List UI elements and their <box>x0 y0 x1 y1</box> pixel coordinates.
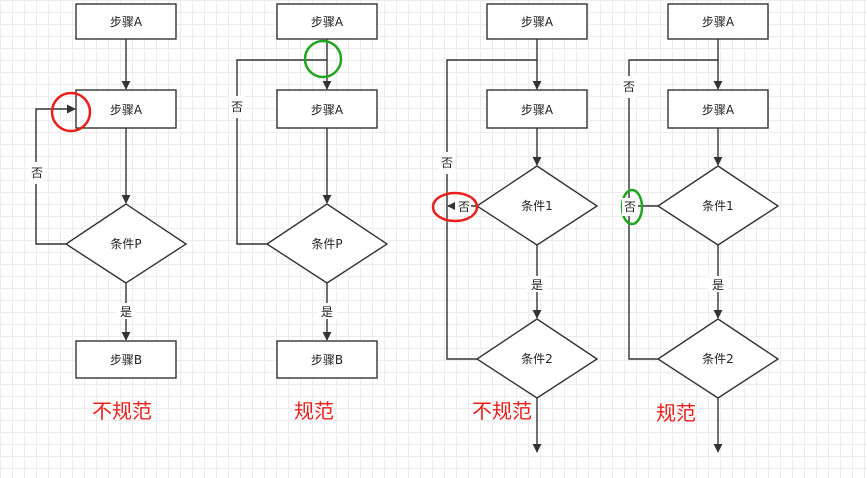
step-a-box <box>486 89 588 129</box>
step-a-label: 步骤A <box>521 103 554 117</box>
step-a-box <box>276 89 378 129</box>
step-a-label: 步骤A <box>702 103 735 117</box>
step-b-box <box>276 340 378 379</box>
condition-p-label: 条件P <box>110 237 141 251</box>
yes-label: 是 <box>120 305 132 319</box>
condition-2-label: 条件2 <box>702 352 734 366</box>
label-bg <box>527 276 547 292</box>
step-a-top-box <box>276 3 378 40</box>
no-label-1: 否 <box>458 200 470 214</box>
verdict-caption: 规范 <box>656 401 696 425</box>
label-bg <box>622 198 638 216</box>
no-label-1: 否 <box>624 200 636 214</box>
diagram-4 <box>620 3 780 453</box>
yes-label: 是 <box>712 278 724 292</box>
label-bg <box>317 303 337 319</box>
step-a-top-box <box>667 3 769 40</box>
label-bg <box>29 162 45 184</box>
step-a-top-label: 步骤A <box>311 15 344 29</box>
verdict-caption: 不规范 <box>472 399 532 423</box>
label-bg <box>455 198 471 216</box>
label-bg <box>116 303 136 319</box>
good-marker-circle <box>303 39 343 79</box>
step-a-box <box>667 89 769 129</box>
verdict-caption: 规范 <box>294 399 334 423</box>
step-a-top-box <box>486 3 588 40</box>
yes-label: 是 <box>531 278 543 292</box>
step-a-top-label: 步骤A <box>110 15 143 29</box>
no-label: 否 <box>231 100 243 114</box>
condition-1-label: 条件1 <box>702 199 734 213</box>
no-label-2: 否 <box>623 80 635 94</box>
label-bg <box>621 76 637 98</box>
bad-marker-circle <box>50 91 92 133</box>
step-a-box <box>75 89 177 129</box>
condition-p-label: 条件P <box>311 237 342 251</box>
yes-label: 是 <box>321 305 333 319</box>
step-a-top-box <box>75 3 177 40</box>
condition-1-label: 条件1 <box>521 199 553 213</box>
label-bg <box>439 152 455 174</box>
label-bg <box>708 276 728 292</box>
step-b-label: 步骤B <box>311 353 343 367</box>
step-b-box <box>75 340 177 379</box>
line-no-loop-2 <box>446 59 537 360</box>
label-bg <box>229 96 245 118</box>
diagram-2 <box>236 3 389 379</box>
verdict-caption: 不规范 <box>92 399 152 423</box>
diagram-3 <box>431 3 599 453</box>
line-no-loop <box>236 59 327 245</box>
step-b-label: 步骤B <box>110 353 142 367</box>
diagram-1 <box>35 3 188 379</box>
no-label: 否 <box>31 166 43 180</box>
step-a-label: 步骤A <box>311 103 344 117</box>
step-a-top-label: 步骤A <box>521 15 554 29</box>
step-a-top-label: 步骤A <box>702 15 735 29</box>
no-label-2: 否 <box>441 156 453 170</box>
bad-marker-circle <box>431 191 479 223</box>
condition-2-label: 条件2 <box>521 352 553 366</box>
step-a-label: 步骤A <box>110 103 143 117</box>
